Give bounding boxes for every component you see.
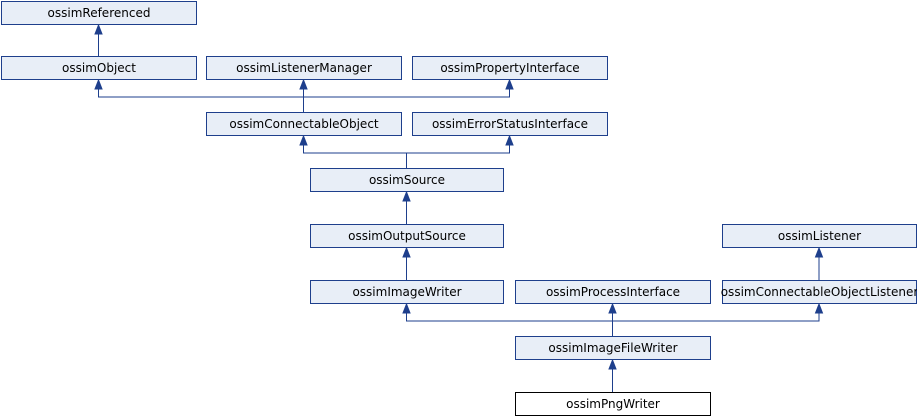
class-label: ossimReferenced xyxy=(48,6,151,20)
edge-arrowhead xyxy=(299,78,308,90)
edge-arrowhead xyxy=(814,246,824,258)
edge-arrowhead xyxy=(505,78,514,90)
class-node-listener-manager[interactable]: ossimListenerManager xyxy=(206,56,402,80)
class-label: ossimPngWriter xyxy=(566,397,660,411)
edge-arrowhead xyxy=(608,358,617,370)
class-label: ossimImageFileWriter xyxy=(548,341,677,355)
class-node-png-writer: ossimPngWriter xyxy=(515,392,711,416)
class-box[interactable] xyxy=(515,336,711,360)
inheritance-edge xyxy=(303,145,407,168)
class-label: ossimListener xyxy=(778,229,861,243)
class-label: ossimSource xyxy=(369,173,445,187)
inheritance-edge xyxy=(98,89,304,112)
class-box[interactable] xyxy=(515,280,711,304)
class-node-connectable-object[interactable]: ossimConnectableObject xyxy=(206,112,402,136)
edge-arrowhead xyxy=(94,23,103,35)
edge-arrowhead xyxy=(299,134,308,146)
class-box[interactable] xyxy=(1,56,197,80)
class-node-process-interface[interactable]: ossimProcessInterface xyxy=(515,280,711,304)
edge-arrowhead xyxy=(814,302,824,314)
edge-arrowhead xyxy=(608,302,617,314)
class-label: ossimOutputSource xyxy=(348,229,466,243)
class-node-referenced[interactable]: ossimReferenced xyxy=(1,1,197,25)
class-label: ossimErrorStatusInterface xyxy=(432,117,588,131)
edge-arrowhead xyxy=(505,134,514,146)
class-label: ossimConnectableObjectListener xyxy=(721,285,917,299)
edges-layer xyxy=(94,23,824,392)
edge-arrowhead xyxy=(94,78,103,90)
class-box[interactable] xyxy=(412,56,608,80)
class-node-source[interactable]: ossimSource xyxy=(310,168,504,192)
inheritance-edge xyxy=(406,145,510,168)
class-label: ossimProcessInterface xyxy=(546,285,680,299)
edge-arrowhead xyxy=(402,190,411,202)
class-label: ossimConnectableObject xyxy=(229,117,379,131)
inheritance-edge xyxy=(303,89,510,112)
class-node-object[interactable]: ossimObject xyxy=(1,56,197,80)
inheritance-edge xyxy=(612,313,820,336)
class-node-image-file-writer[interactable]: ossimImageFileWriter xyxy=(515,336,711,360)
class-node-connectable-object-listener[interactable]: ossimConnectableObjectListener xyxy=(721,280,917,304)
edge-arrowhead xyxy=(402,246,411,258)
class-box[interactable] xyxy=(310,224,504,248)
class-label: ossimObject xyxy=(62,61,136,75)
class-box[interactable] xyxy=(1,1,197,25)
class-label: ossimImageWriter xyxy=(352,285,461,299)
class-node-output-source[interactable]: ossimOutputSource xyxy=(310,224,504,248)
class-node-image-writer[interactable]: ossimImageWriter xyxy=(310,280,504,304)
class-box[interactable] xyxy=(310,168,504,192)
class-box[interactable] xyxy=(310,280,504,304)
inheritance-edge xyxy=(406,313,613,336)
class-node-property-interface[interactable]: ossimPropertyInterface xyxy=(412,56,608,80)
class-label: ossimPropertyInterface xyxy=(440,61,579,75)
class-node-listener[interactable]: ossimListener xyxy=(722,224,917,248)
class-box[interactable] xyxy=(412,112,608,136)
class-label: ossimListenerManager xyxy=(236,61,372,75)
edge-arrowhead xyxy=(402,302,411,314)
class-node-error-status-interface[interactable]: ossimErrorStatusInterface xyxy=(412,112,608,136)
class-box[interactable] xyxy=(206,56,402,80)
class-box[interactable] xyxy=(206,112,402,136)
